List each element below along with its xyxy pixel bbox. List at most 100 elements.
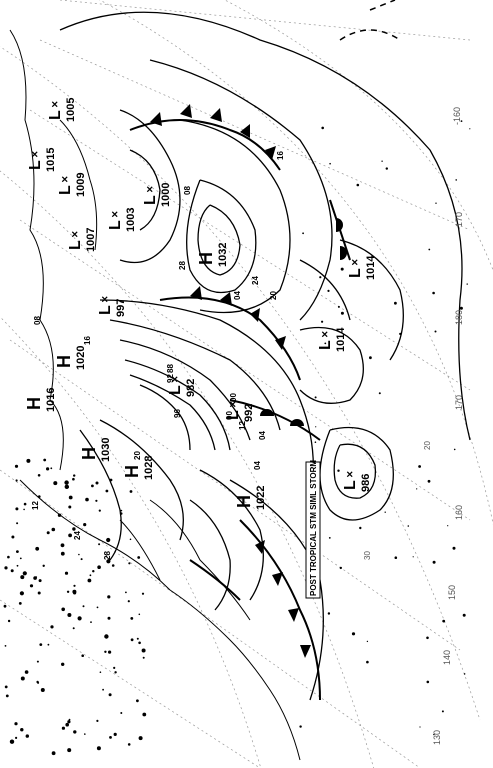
- station-dot: [351, 632, 356, 636]
- low-letter: L: [347, 268, 364, 278]
- station-dot: [299, 725, 302, 728]
- latitude-tick-label: 20: [423, 441, 432, 450]
- station-dot: [441, 710, 444, 713]
- low-letter: L: [142, 195, 159, 205]
- station-dot: [10, 569, 14, 573]
- station-dot: [459, 306, 463, 310]
- longitude-tick-label: 130: [432, 730, 442, 745]
- station-dot: [434, 330, 437, 333]
- station-dot: [91, 484, 94, 488]
- station-dot: [73, 584, 76, 587]
- coastlines: [9, 29, 301, 761]
- low-center-x-icon: ✕: [30, 150, 40, 158]
- station-dot: [90, 621, 92, 623]
- low-pressure-value: 1000: [160, 183, 172, 207]
- station-dot: [460, 120, 463, 122]
- longitude-tick-label: 170: [454, 395, 464, 410]
- low-letter: L: [47, 110, 64, 120]
- isobar-label: 08: [33, 316, 42, 325]
- station-dot: [136, 637, 139, 640]
- station-dot: [15, 736, 18, 740]
- station-dot: [14, 464, 19, 468]
- station-dot: [29, 584, 34, 588]
- station-dot: [452, 546, 456, 550]
- station-dot: [407, 525, 410, 527]
- station-dot: [462, 613, 466, 617]
- station-dot: [87, 578, 92, 583]
- station-dot: [394, 301, 397, 305]
- station-dot: [104, 634, 109, 639]
- station-dot: [26, 458, 31, 463]
- low-letter: L: [97, 305, 114, 315]
- station-dot: [42, 564, 45, 567]
- station-dot: [105, 555, 108, 557]
- low-pressure-value: 982: [185, 379, 197, 397]
- station-dot: [84, 733, 86, 735]
- station-dot: [83, 523, 87, 527]
- station-dot: [80, 558, 83, 561]
- high-pressure-value: 1022: [255, 486, 267, 510]
- isobar-label: 24: [251, 276, 260, 285]
- station-dot: [46, 467, 50, 471]
- longitude-tick-label: 180: [454, 310, 464, 325]
- station-dot: [67, 720, 71, 724]
- station-dot: [16, 522, 19, 525]
- station-dot: [128, 562, 131, 565]
- low-pressure-value: 1003: [125, 208, 137, 232]
- dashed-lines: [339, 0, 401, 41]
- low-letter: L: [107, 220, 124, 230]
- station-dot: [366, 660, 369, 664]
- station-dot: [113, 666, 116, 670]
- low-pressure-value: 1009: [75, 173, 87, 197]
- station-dot: [60, 551, 65, 556]
- station-dot: [68, 533, 72, 538]
- station-dot: [416, 488, 418, 490]
- station-dot: [51, 751, 56, 756]
- longitude-tick-label: -160: [452, 107, 462, 125]
- station-dot: [78, 553, 80, 556]
- station-dot: [107, 616, 111, 620]
- low-pressure-value: 1007: [85, 228, 97, 252]
- station-dot: [435, 202, 437, 204]
- station-dot: [5, 694, 9, 698]
- station-dot: [314, 441, 317, 444]
- station-dot: [14, 722, 18, 726]
- station-dot: [47, 643, 50, 646]
- isobar-label: 24: [73, 531, 82, 540]
- low-pressure-value: 992: [243, 404, 255, 422]
- high-letter: H: [24, 397, 44, 410]
- station-dot: [130, 617, 134, 620]
- high-letter: H: [234, 495, 254, 508]
- isobar-label: 20: [133, 451, 142, 460]
- station-dot: [57, 513, 62, 517]
- station-dot: [141, 592, 145, 595]
- high-pressure-value: 1020: [75, 346, 87, 370]
- station-dot: [142, 712, 147, 717]
- station-dot: [20, 676, 25, 681]
- station-dot: [85, 497, 89, 502]
- station-dot: [50, 467, 53, 470]
- station-dot: [39, 643, 43, 646]
- high-pressure-value: 1028: [143, 456, 155, 480]
- station-dot: [109, 736, 112, 739]
- station-dot: [96, 606, 99, 609]
- station-plots: [3, 120, 471, 756]
- station-dot: [51, 527, 56, 532]
- isobar-label: 28: [103, 551, 112, 560]
- high-pressure-value: 1032: [217, 243, 229, 267]
- low-pressure-value: 1015: [45, 148, 57, 172]
- station-dot: [120, 509, 123, 512]
- isobar-label: 16: [276, 151, 285, 160]
- station-dot: [104, 650, 107, 653]
- station-dot: [108, 693, 112, 697]
- station-dot: [356, 183, 360, 187]
